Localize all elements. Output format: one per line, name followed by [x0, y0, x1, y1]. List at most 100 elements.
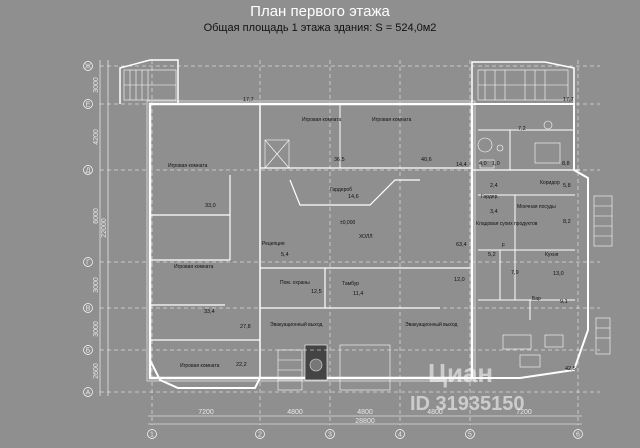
room-dishwash: Моечная посуды [517, 204, 556, 210]
room-playroom: Игровая комната [302, 117, 342, 123]
room-f-label: F [502, 243, 505, 249]
area-value: 1,0 [492, 161, 500, 167]
axis-row-label: Ж [85, 64, 92, 71]
axis-col-label: 3 [328, 432, 332, 439]
dim-bottom: 4800 [357, 409, 373, 416]
axis-row-label: А [86, 390, 91, 397]
dim-left: 3000 [93, 277, 100, 293]
axis-row-label: В [86, 306, 91, 313]
area-value: 63,4 [456, 242, 467, 248]
dim-left: 2600 [93, 363, 100, 379]
axis-row-label: Г [86, 260, 90, 267]
dimension-labels-left: 3000 4200 6000 3000 3000 2600 22000 [93, 77, 108, 379]
axis-bubble-row [83, 99, 93, 109]
dim-bottom: 7200 [198, 409, 214, 416]
dimension-labels-bottom: 7200 4800 4800 4800 7200 28800 [198, 409, 532, 425]
area-value: 12,0 [454, 277, 465, 283]
east-annex [472, 103, 589, 379]
axis-bubble-row [83, 61, 93, 71]
axis-bubble-col [395, 429, 405, 439]
area-value: 17,7 [243, 97, 254, 103]
axis-bubble-col [255, 429, 265, 439]
axis-labels: Ж Е Д Г В Б А 1 2 3 4 5 6 [85, 64, 580, 439]
area-value: 7,2 [518, 126, 526, 132]
room-playroom: Игровая комната [372, 117, 412, 123]
axis-bubble-row [83, 257, 93, 267]
area-value: 36,5 [334, 157, 345, 163]
room-playroom: Игровая комната [168, 163, 208, 169]
area-value: 13,0 [553, 271, 564, 277]
area-value: 5,2 [488, 252, 496, 258]
axis-bubble-col [325, 429, 335, 439]
area-value: 3,4 [490, 209, 498, 215]
area-value: 14,4 [456, 162, 467, 168]
bar-table [502, 334, 532, 350]
area-value: 8,8 [562, 161, 570, 167]
axis-row-label: Б [86, 348, 91, 355]
plan-title: План первого этажа [250, 3, 390, 20]
level-mark: ±0,000 [340, 220, 355, 226]
room-reception: Рецепция [262, 241, 285, 247]
stair-wing-ne [471, 61, 575, 105]
room-hall: ХОЛЛ [359, 234, 373, 240]
area-value: 17,7 [563, 97, 574, 103]
axis-bubble-row [83, 165, 93, 175]
area-value: 11,4 [353, 291, 363, 297]
axis-col-label: 6 [576, 432, 580, 439]
room-wardrobe: Гардероб [330, 187, 352, 193]
area-value: 4,0 [479, 161, 487, 167]
toilet-icon [477, 137, 493, 153]
room-labels: Игровая комната Игровая комната Игровая … [168, 117, 560, 369]
dim-left: 6000 [93, 208, 100, 224]
room-corridor: Коридор [540, 180, 560, 186]
axis-bubble-row [83, 345, 93, 355]
area-value: 27,8 [240, 324, 251, 330]
axis-bubbles [83, 61, 583, 439]
area-value: 42,5 [565, 366, 576, 372]
stair-wing-nw [119, 59, 179, 104]
dim-left-total: 22000 [101, 218, 108, 238]
area-labels: 17,7 17,7 36,5 40,6 14,4 7,2 4,0 1,0 8,8… [204, 97, 576, 372]
outer-wall [148, 102, 474, 380]
area-value: 8,2 [563, 219, 571, 225]
axis-bubble-row [83, 303, 93, 313]
area-value: 33,4 [204, 309, 215, 315]
room-garderobe-small: Гардер. [481, 194, 499, 200]
dim-bottom: 4800 [287, 409, 303, 416]
area-value: 22,2 [236, 362, 247, 368]
room-exit: Эвакуационный выход [270, 321, 323, 328]
room-vestibule: Тамбур [342, 281, 359, 287]
outer-wall-face [146, 100, 476, 382]
axis-col-label: 2 [258, 432, 262, 439]
watermark-brand: Циан [428, 358, 493, 388]
axis-grid [100, 60, 600, 425]
axis-row-label: Е [86, 102, 91, 109]
area-value: 33,0 [205, 203, 216, 209]
stairs [123, 69, 613, 391]
area-value: 2,4 [490, 183, 498, 189]
dim-left: 3000 [93, 321, 100, 337]
area-value: 14,6 [348, 194, 359, 200]
dim-bottom: 7200 [516, 409, 532, 416]
axis-row-label: Д [86, 168, 91, 175]
axis-bubble-col [465, 429, 475, 439]
stair-se [595, 317, 611, 355]
stair-east [593, 195, 613, 247]
area-value: 7,9 [511, 270, 519, 276]
dim-left: 4200 [93, 129, 100, 145]
plan-subtitle: Общая площадь 1 этажа здания: S = 524,0м… [203, 22, 437, 34]
axis-col-label: 4 [398, 432, 402, 439]
axis-bubble-row [83, 387, 93, 397]
dim-bottom-total: 28800 [355, 418, 375, 425]
area-value: 5,8 [563, 183, 571, 189]
watermark: Циан ID 31935150 [410, 358, 525, 415]
dim-left: 3000 [93, 77, 100, 93]
area-value: 12,5 [311, 289, 322, 295]
bay-sw [149, 359, 261, 389]
dimension-lines [99, 60, 582, 425]
room-playroom: Игровая комната [180, 363, 220, 369]
axis-bubble-col [147, 429, 157, 439]
furniture [477, 120, 564, 368]
axis-col-label: 1 [150, 432, 154, 439]
room-playroom: Игровая комната [174, 264, 214, 270]
